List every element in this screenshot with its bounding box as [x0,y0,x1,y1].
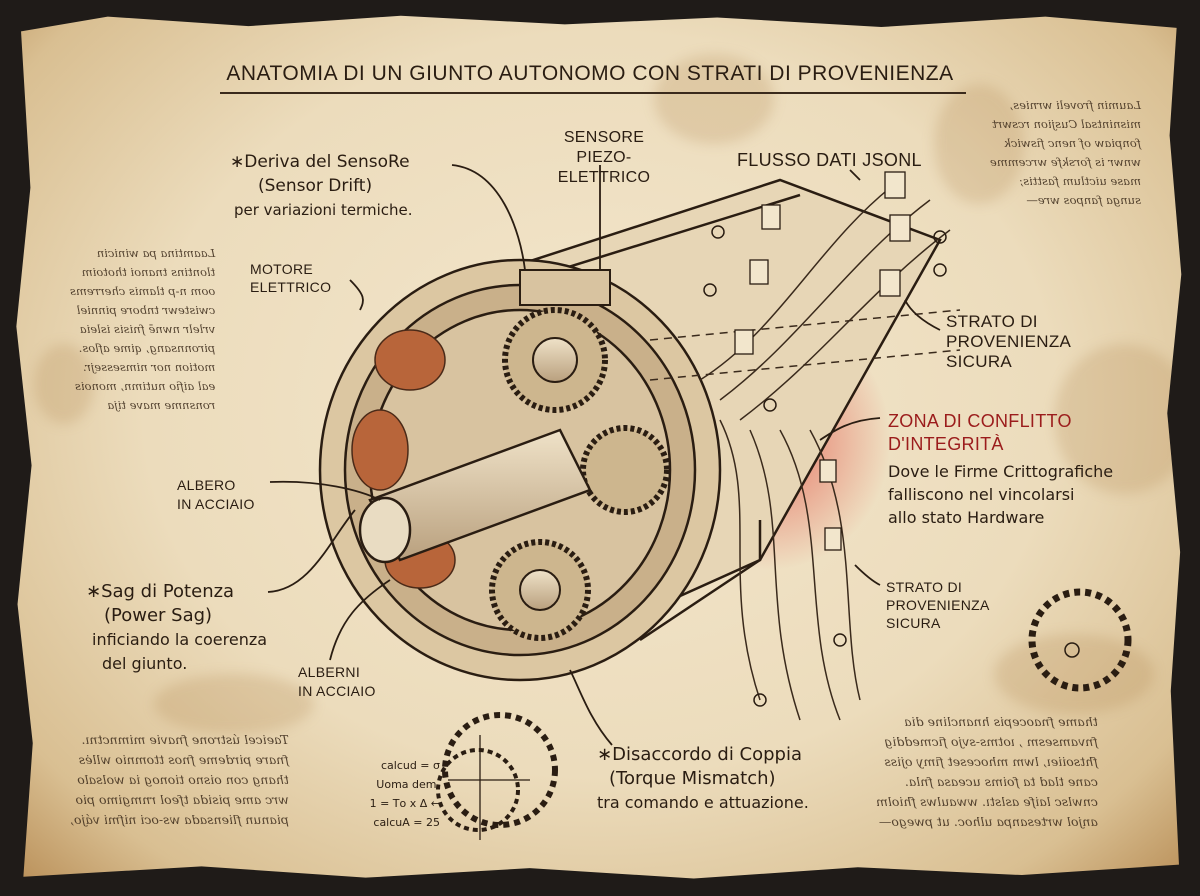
label-line: IN ACCIAIO [298,683,376,699]
note-line: Taeicel ústrone fnavie mimnctnı. [81,732,289,747]
calc-line: calcuA = 25 [373,816,440,829]
calculation-gear-sketch [436,735,530,840]
annotation-line: (Power Sag) [104,605,213,626]
calc-line: Uoma dem. [376,778,440,791]
calculation-notes: calcud = σ Uoma dem. 1 = Tο x Δ ← calcuA… [360,756,440,832]
note-line: motion nor nimsessejr. [82,360,216,374]
conflict-zone-title: ZONA DI CONFLITTO D'INTEGRITÀ [888,410,1072,456]
annotation-line: del giunto. [102,654,188,673]
note-line: anjol wrtesanpa ulhoc. ut pwego— [878,814,1098,829]
annotation-line: tra comando e attuazione. [597,793,809,812]
label-line: IN ACCIAIO [177,496,255,512]
note-line: fnvamsesm , ıotms-svjo ficmeddig [884,734,1098,749]
label-line: STRATO DI [886,579,963,595]
label-provenance-top: STRATO DI PROVENIENZA SICURA [946,312,1071,372]
note-line: vrlelr nwnē fnisis isleia [79,322,216,336]
annotation-line: per variazioni termiche. [234,201,413,219]
label-data-flow: FLUSSO DATI JSONL [737,150,922,170]
label-line: MOTORE [250,261,313,277]
label-line: SENSORE [563,129,645,146]
title-underline [220,92,966,94]
label-line: ELETTRICO [250,279,332,295]
calc-line: calcud = σ [380,759,440,772]
annotation-line: (Torque Mismatch) [609,768,776,789]
label-line: ZONA DI CONFLITTO [888,411,1072,431]
note-line: cwistewr tnbore pinniel [76,303,216,317]
label-line: PROVENIENZA [946,332,1072,351]
note-line: pianun fliensada ws-oci nifmi vájo, [70,812,289,827]
label-line: ALBERO [177,477,236,493]
note-line: wnwr is forskfe wrcemme [990,155,1141,169]
note-line: ronsnme mave tija [107,398,216,412]
key-icons [703,225,1080,707]
annotation-line: allo stato Hardware [888,508,1045,527]
mirrored-notes-bottom-left: Taeicel ústrone fnavie mimnctnı. fnare p… [70,730,289,830]
annotation-line: ∗Disaccordo di Coppia [597,744,803,765]
annotation-line: falliscono nel vincolarsi [888,485,1075,504]
jsonl-documents [734,171,911,551]
mirrored-notes-left: Laamtina pa winicin tlontins tnanoi thot… [70,244,215,415]
annotation-line: inficiando la coerenza [92,630,268,649]
annotation-torque-mismatch: ∗Disaccordo di Coppia (Torque Mismatch) … [597,743,809,815]
annotation-sensor-drift: ∗Deriva del SensoRe (Sensor Drift) per v… [230,150,412,222]
leader-lines [267,164,941,746]
note-line: pironnsang, qime aflos. [78,341,216,355]
note-line: fonpiaw of nenc fiswick [1003,136,1141,150]
copper-coils [351,329,456,589]
gears [442,307,1132,828]
note-line: oom n-p tlamis cherrems [70,284,216,298]
note-line: mase uictlum fasttis; [1019,174,1141,188]
label-line: PROVENIENZA [886,597,990,613]
diagram-title: ANATOMIA DI UN GIUNTO AUTONOMO CON STRAT… [226,62,954,85]
label-line: SICURA [886,615,941,631]
main-shaft [358,428,592,564]
annotation-power-sag: ∗Sag di Potenza (Power Sag) inficiando l… [86,580,267,676]
annotation-line: ∗Deriva del SensoRe [230,152,410,172]
label-small-shafts: ALBERNI IN ACCIAIO [298,663,376,701]
note-line: Laumin froveli wrnies, [1009,98,1141,112]
note-line: fnare pirdeme fnos ttomnio wllės [78,752,289,767]
label-electric-motor: MOTORE ELETTRICO [250,260,331,296]
note-line: eal aifio nutimn, monois [75,379,216,393]
note-line: Laamtina pa winicin [96,246,216,260]
annotation-line: (Sensor Drift) [258,176,373,196]
note-line: cnwlsc laife aslstı. wwaulws fhiolm [876,794,1098,809]
note-line: thang con oisno tionog ia wolsalo [77,772,289,787]
label-line: ALBERNI [298,664,361,680]
label-piezo-sensor: SENSORE PIEZO-ELETTRICO [540,128,668,188]
data-streams [649,179,961,721]
piezo-sensor [519,269,611,306]
note-line: wrc ame pisida tfeol rnmgimo pio [75,792,289,807]
mirrored-notes-top-right: Laumin froveli wrnies, misnintsal Cusjio… [990,96,1141,210]
label-line: SICURA [946,352,1013,371]
conflict-zone-description: Dove le Firme Crittografiche falliscono … [888,460,1113,529]
calc-line: 1 = Tο x Δ ← [369,797,440,810]
annotation-line: Dove le Firme Crittografiche [888,462,1114,481]
note-line: misnintsal Cusjion rcswrt [992,117,1141,131]
label-steel-shaft: ALBERO IN ACCIAIO [177,476,255,514]
note-line: fhtsoiieı, lwm mhoceset fimy ojiss [884,754,1098,769]
label-provenance-bottom: STRATO DI PROVENIENZA SICURA [886,578,990,632]
label-line: STRATO DI [946,312,1038,331]
parchment-sheet [16,15,1182,879]
note-line: tlontins tnanoi thotoim [81,265,216,279]
label-line: D'INTEGRITÀ [888,434,1004,454]
mirrored-notes-bottom-right: thame fnaocepis hnancline dia fnvamsesm … [876,712,1098,832]
annotation-line: ∗Sag di Potenza [86,581,235,602]
note-line: cane tlad ta foims uceasa fnla. [904,774,1098,789]
note-line: thame fnaocepis hnancline dia [904,714,1098,729]
label-line: PIEZO-ELETTRICO [557,149,651,186]
note-line: sunga fanpos wre— [1026,193,1141,207]
